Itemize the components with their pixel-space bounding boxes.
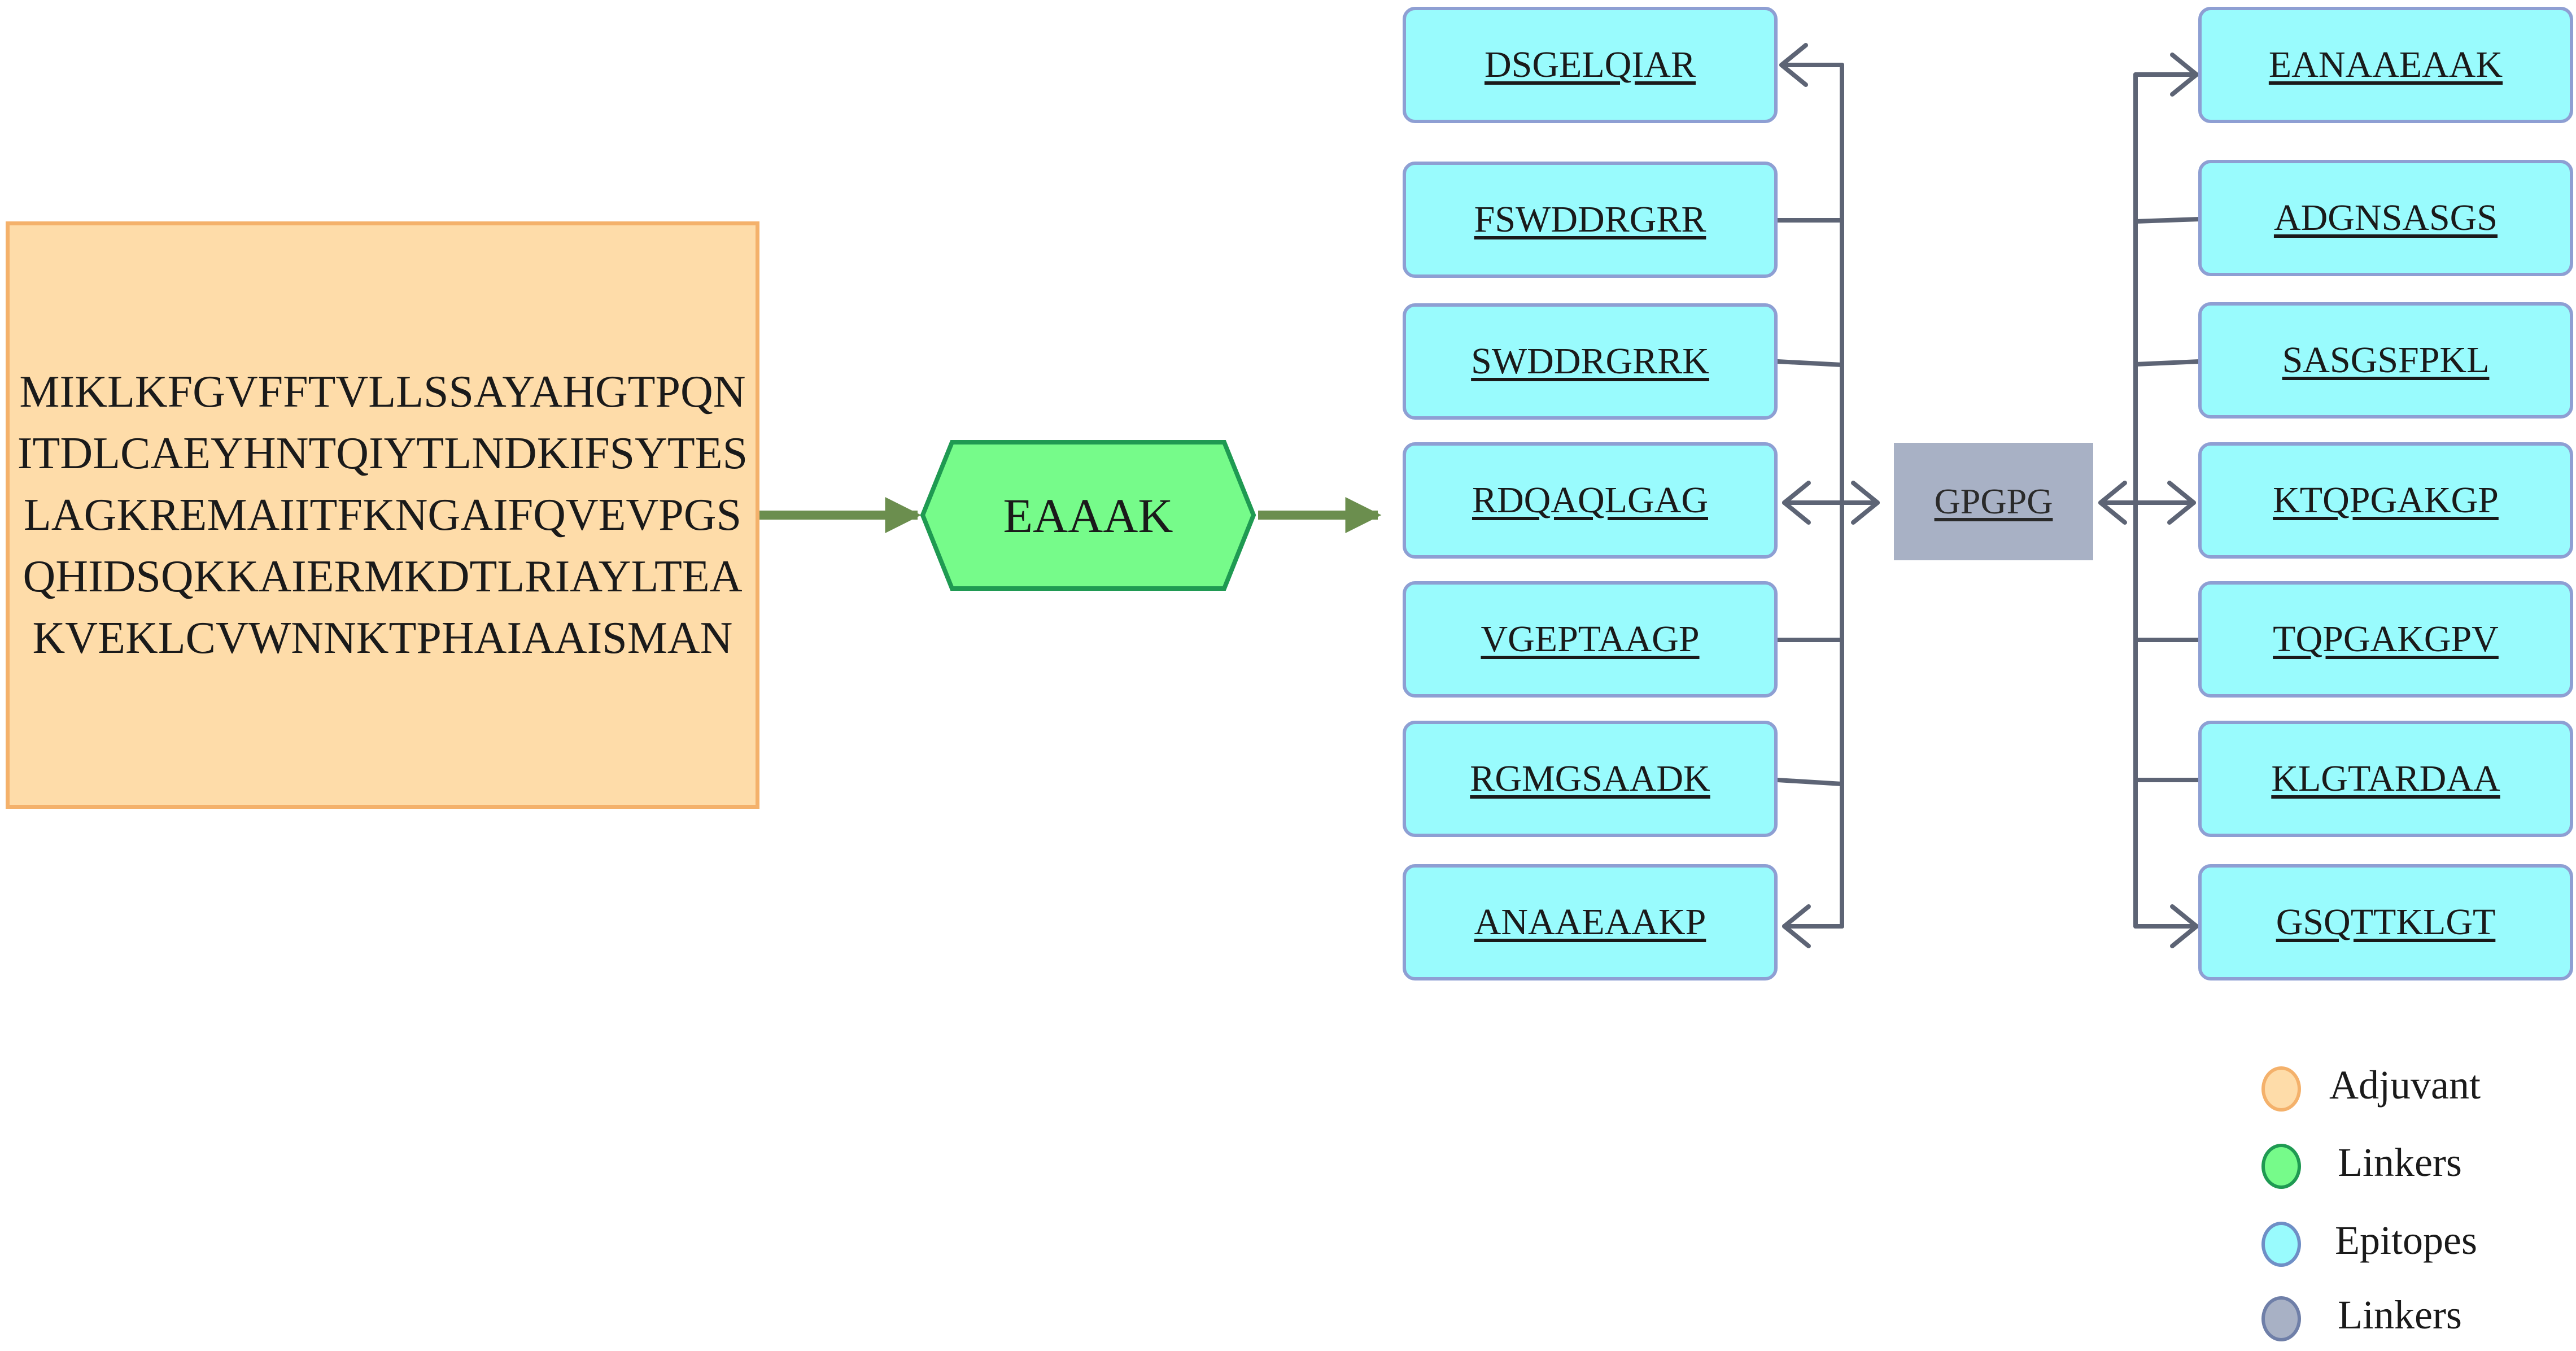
adjuvant-seq-line: LAGKREMAIITFKNGAIFQVEVPGS <box>23 490 742 540</box>
epitope-left-7: ANAAEAAKP <box>1403 864 1778 980</box>
right-tick-2 <box>2133 217 2202 224</box>
epitope-left-3: SWDDRGRRK <box>1403 303 1778 420</box>
adjuvant-sequence: MIKLKFGVFFTVLLSSAYAHGTPQN ITDLCAEYHNTQIY… <box>18 361 748 669</box>
adjuvant-seq-line: ITDLCAEYHNTQIYTLNDKIFSYTES <box>17 428 748 478</box>
epitope-label: FSWDDRGRR <box>1474 199 1706 240</box>
legend-swatch-linkers-eaaak <box>2261 1144 2301 1189</box>
epitope-right-4: KTQPGAKGP <box>2198 442 2573 559</box>
epitope-right-3: SASGSFPKL <box>2198 302 2573 419</box>
adjuvant-seq-line: KVEKLCVWNNKTPHAIAAISMAN <box>32 613 733 663</box>
epitope-label: EANAAEAAK <box>2268 44 2503 85</box>
epitope-left-6: RGMGSAADK <box>1403 721 1778 837</box>
gpgpg-right-arrowhead-right <box>2167 481 2196 525</box>
epitope-label: ANAAEAAKP <box>1474 901 1706 943</box>
epitope-left-4: RDQAQLGAG <box>1403 442 1778 559</box>
legend-label: Adjuvant <box>2329 1062 2481 1108</box>
gpgpg-linker-box: GPGPG <box>1894 443 2093 560</box>
legend-swatch-adjuvant <box>2261 1066 2301 1112</box>
gpgpg-label: GPGPG <box>1934 481 2053 521</box>
epitope-left-2: FSWDDRGRR <box>1403 162 1778 278</box>
epitope-right-2: ADGNSASGS <box>2198 160 2573 276</box>
legend-swatch-linkers-gpgpg <box>2261 1296 2301 1341</box>
left-top-arrowhead <box>1779 43 1808 87</box>
left-tick-3 <box>1775 359 1844 367</box>
gpgpg-left-arrowhead-left <box>1782 481 1811 525</box>
epitope-right-5: TQPGAKGPV <box>2198 581 2573 698</box>
gpgpg-left-arrowhead-right <box>1851 481 1880 525</box>
epitope-right-7: GSQTTKLGT <box>2198 864 2573 980</box>
epitope-label: RDQAQLGAG <box>1472 480 1708 521</box>
gpgpg-right-arrowhead-left <box>2098 481 2127 525</box>
epitope-label: VGEPTAAGP <box>1481 618 1700 660</box>
epitope-right-6: KLGTARDAA <box>2198 721 2573 837</box>
epitope-left-5: VGEPTAAGP <box>1403 581 1778 698</box>
epitope-left-1: DSGELQIAR <box>1403 7 1778 123</box>
adjuvant-seq-line: MIKLKFGVFFTVLLSSAYAHGTPQN <box>19 367 746 417</box>
right-top-arrowhead <box>2170 53 2199 97</box>
epitope-right-1: EANAAEAAK <box>2198 7 2573 123</box>
epitope-label: RGMGSAADK <box>1470 758 1710 799</box>
eaaak-label: EAAAK <box>1003 488 1173 543</box>
epitope-label: KTQPGAKGP <box>2273 480 2499 521</box>
epitope-label: SASGSFPKL <box>2282 339 2490 381</box>
hexagon-shape <box>920 440 1256 591</box>
right-bottom-arrowhead <box>2170 904 2199 948</box>
legend-swatch-epitopes <box>2261 1222 2301 1267</box>
adjuvant-seq-line: QHIDSQKKAIERMKDTLRIAYLTEA <box>23 551 743 602</box>
legend-label: Epitopes <box>2335 1218 2477 1263</box>
epitope-label: SWDDRGRRK <box>1471 341 1709 382</box>
epitope-label: KLGTARDAA <box>2271 758 2500 799</box>
left-tick-6 <box>1775 778 1844 786</box>
epitope-label: TQPGAKGPV <box>2273 618 2499 660</box>
epitope-label: DSGELQIAR <box>1485 44 1696 85</box>
legend-label: Linkers <box>2338 1140 2462 1185</box>
epitope-label: GSQTTKLGT <box>2276 901 2496 943</box>
left-bottom-arrowhead <box>1782 904 1811 948</box>
epitope-label: ADGNSASGS <box>2273 197 2498 238</box>
adjuvant-box: MIKLKFGVFFTVLLSSAYAHGTPQN ITDLCAEYHNTQIY… <box>6 221 759 809</box>
right-tick-3 <box>2133 359 2202 367</box>
legend-label: Linkers <box>2338 1292 2462 1337</box>
eaaak-linker-hexagon: EAAAK <box>918 438 1258 593</box>
